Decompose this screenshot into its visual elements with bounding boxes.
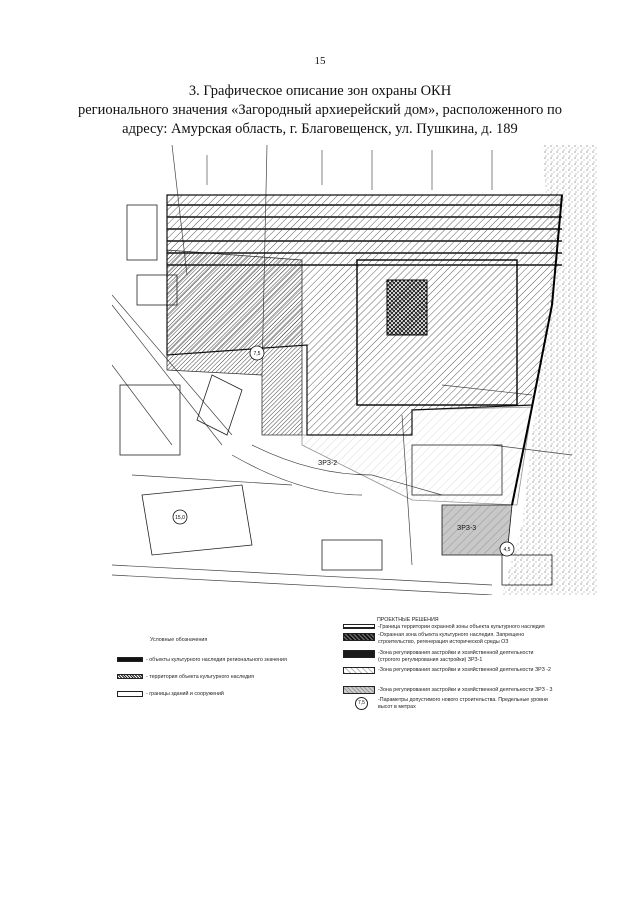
legend-item-height-line2: высот в метрах xyxy=(378,704,416,710)
legend-swatch-heritage-territory xyxy=(117,674,143,679)
svg-text:4,5: 4,5 xyxy=(504,547,511,553)
zone-zrz1 xyxy=(166,249,303,436)
legend-item-building-outline: - границы зданий и сооружений xyxy=(146,691,224,697)
terrain-area xyxy=(502,145,598,595)
legend-swatch-oz xyxy=(343,633,375,641)
legend-swatch-zone-boundary xyxy=(343,624,375,629)
legend-item-height-line1: -Параметры допустимого нового строительс… xyxy=(378,697,548,703)
zone-label-zrz3: ЗРЗ-3 xyxy=(457,525,476,532)
zone-zrz2 xyxy=(301,406,533,506)
fence-marks xyxy=(206,150,493,190)
page-title: 3. Графическое описание зон охраны ОКН р… xyxy=(40,82,600,139)
legend-height-marker: 7,5 xyxy=(355,697,368,710)
page-number: 15 xyxy=(314,55,326,67)
title-line-2: регионального значения «Загородный архие… xyxy=(77,102,563,118)
legend-right-heading: ПРОЕКТНЫЕ РЕШЕНИЯ xyxy=(377,617,439,623)
height-marker: 7,5 xyxy=(249,345,265,361)
legend-item-zrz1-line2: (строгого регулирования застройки) ЗРЗ-1 xyxy=(378,657,483,663)
legend-swatch-building-outline xyxy=(117,691,143,697)
legend-item-zrz2: -Зона регулирования застройки и хозяйств… xyxy=(378,667,551,673)
legend-swatch-zrz1 xyxy=(343,650,375,658)
legend-item-zone-boundary: -Граница территории охранной зоны объект… xyxy=(378,624,545,630)
legend-swatch-zrz3 xyxy=(343,686,375,694)
title-line-3: адресу: Амурская область, г. Благовещенс… xyxy=(122,121,518,137)
legend-item-zrz1-line1: -Зона регулирования застройки и хозяйств… xyxy=(378,650,534,656)
legend-item-oz-line1: -Охранная зона объекта культурного насле… xyxy=(378,632,525,638)
site-plan-map: ЗРЗ-2 ЗРЗ-3 7,5 15,0 4,5 xyxy=(112,145,598,595)
legend-swatch-zrz2 xyxy=(343,667,375,674)
title-line-1: 3. Графическое описание зон охраны ОКН xyxy=(188,83,452,99)
heritage-object xyxy=(386,279,428,336)
legend-item-heritage-territory: - территория объекта культурного наследи… xyxy=(146,674,255,680)
svg-text:7,5: 7,5 xyxy=(254,351,261,357)
legend-item-heritage-object: - объекты культурного наследия региональ… xyxy=(146,657,287,663)
height-marker: 4,5 xyxy=(499,541,515,557)
svg-text:15,0: 15,0 xyxy=(175,515,185,521)
legend-item-zrz3: -Зона регулирования застройки и хозяйств… xyxy=(378,687,553,693)
legend-swatch-heritage-object xyxy=(117,657,143,662)
zone-label-zrz2: ЗРЗ-2 xyxy=(318,460,337,467)
legend-left-heading: Условные обозначения xyxy=(150,637,208,643)
legend-item-oz-line2: строительство, регенерация исторической … xyxy=(378,639,509,645)
zone-boundary xyxy=(511,194,563,506)
heritage-territory-outline xyxy=(356,259,518,406)
height-marker: 15,0 xyxy=(172,509,188,525)
